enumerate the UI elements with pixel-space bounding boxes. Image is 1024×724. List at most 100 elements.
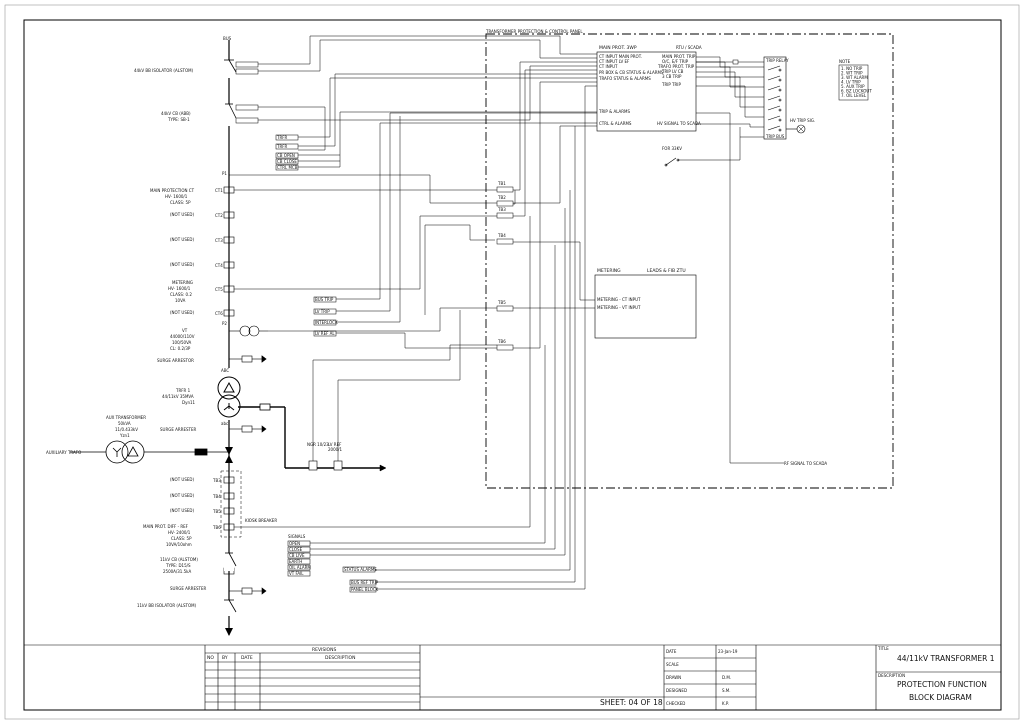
mp-right-3: TRAFO PROT. TRIP xyxy=(657,64,695,69)
tb-tag-3: TB3 xyxy=(212,478,221,483)
notes-box xyxy=(838,64,869,101)
ct1-label-c: CLASS: 5P xyxy=(170,200,191,205)
note-2: 2. WT TRIP xyxy=(841,71,863,76)
lvcb-label-a: 11kV CB (ALSTOM) xyxy=(160,557,198,562)
mp-ref-label-c: CLASS: 5P xyxy=(171,536,192,541)
designed-label: DESIGNED xyxy=(666,688,687,693)
tb-tag-boxes xyxy=(496,186,514,351)
drawn-value: D.M. xyxy=(722,675,731,680)
mp-lower-3: HV SIGNAL TO SCADA xyxy=(657,121,701,126)
vt-label-d: CL: 0.2/3P xyxy=(170,346,191,351)
lvref-label-a: LV REF xyxy=(328,442,342,447)
tb-tag-5: TB5 xyxy=(212,509,221,514)
mp-line-1: CT INPUT MAIN PROT. xyxy=(599,54,642,59)
surge-label: SURGE ARRESTOR xyxy=(157,358,194,363)
tb-tag-6: TB6 xyxy=(212,525,221,530)
ct2-label: (NOT USED) xyxy=(170,212,194,217)
signal-wiring xyxy=(229,35,784,590)
trip-relay-sub: FOR 33KV xyxy=(662,146,682,151)
drawing-title: 44/11kV TRANSFORMER 1 xyxy=(897,654,995,663)
left-box-1: TRFR xyxy=(276,135,288,140)
trip-bus-label: TRIP BUS xyxy=(765,134,785,139)
title-label: TITLE xyxy=(877,646,889,651)
tb-box-6: TB6 xyxy=(497,339,506,344)
metering-box-head: LEADS & FIB ZTU xyxy=(647,268,686,274)
ct-tag-1: CT1 xyxy=(215,188,223,193)
ct-tag-2: CT2 xyxy=(215,213,223,218)
hv-isolator-symbol xyxy=(224,59,237,78)
date-value: 23-Jan-19 xyxy=(718,649,738,654)
rev-col-date: DATE xyxy=(241,655,253,661)
mid-box-2: LV TRIP xyxy=(315,309,330,314)
met-label-d: 10VA xyxy=(175,298,186,303)
aux-transformer-symbol xyxy=(70,440,229,464)
aux-label-a: AUX TRANSFORMER xyxy=(106,415,146,420)
signal-item-6: VT FAIL xyxy=(289,571,304,576)
trafo-lv-tag: abc xyxy=(221,421,228,426)
hv-trip-signal: HV TRIP SIG. xyxy=(790,118,815,123)
met-label-b: HV- 1600/1 xyxy=(168,286,191,291)
status-tag-boxes xyxy=(235,61,337,337)
mp-right-2: O/C, E/F TRIP xyxy=(662,59,689,64)
contact-switch xyxy=(664,157,740,167)
misc-status-alarms: STATUS ALARMS xyxy=(344,567,377,572)
revisions-title: REVISIONS xyxy=(312,647,336,653)
lv-arrows xyxy=(261,355,267,363)
protection-panel-boundary xyxy=(485,33,894,489)
kiosk-breaker-label: KIOSK BREAKER xyxy=(245,518,277,523)
description-label: DESCRIPTION xyxy=(878,673,905,678)
notes-title: NOTE xyxy=(839,59,851,64)
surge3-label: SURGE ARRESTER xyxy=(170,586,206,591)
lv-bus-arrow xyxy=(225,628,233,636)
lv-marker xyxy=(225,447,233,455)
hv-cb-type: TYPE: SB-1 xyxy=(167,117,190,122)
note-5: 5. AUX TRIP xyxy=(841,84,865,89)
description-line-1: PROTECTION FUNCTION xyxy=(897,680,987,689)
mp-right-1: MAIN PROT. TRIP xyxy=(662,54,696,59)
met-label-c: CLASS: 0.2 xyxy=(170,292,192,297)
ct-tag-5: CT5 xyxy=(215,287,223,292)
ct6-label: (NOT USED) xyxy=(170,310,194,315)
rev-col-description: DESCRIPTION xyxy=(325,655,355,661)
signal-item-1: OPEN xyxy=(289,541,300,546)
ct1-label-b: HV- 1600/1 xyxy=(165,194,188,199)
aux-trafo-feed: AUXILIARY TRAFO xyxy=(46,450,81,455)
signal-item-4: EARTH xyxy=(289,559,302,564)
note-7: 7. OIL LEVEL xyxy=(841,93,867,98)
surge2-label: SURGE ARRESTER xyxy=(160,427,196,432)
note-3: 3. WT ALARM xyxy=(841,75,868,80)
metering-box xyxy=(594,274,697,339)
lv-cb-symbol xyxy=(224,552,237,571)
checked-value: K.P. xyxy=(722,701,729,706)
tb-box-5: TB5 xyxy=(497,300,506,305)
mp-line-4: PR BOX & CB STATUS & ALARMS xyxy=(599,70,664,75)
mp-line-5: TRAFO STATUS & ALARMS xyxy=(598,76,651,81)
tb-tag-4: TB4 xyxy=(212,494,221,499)
vt-label-c: 100/50VA xyxy=(172,340,192,345)
main-protection-box xyxy=(596,51,697,132)
hv-cb-label: 44kV CB (ABB) xyxy=(161,111,191,116)
vt-symbol xyxy=(229,325,268,337)
trafo-hv-tag: ABC xyxy=(221,368,229,373)
left-labels: 44kV BB ISOLATOR (ALSTOM) 44kV CB (ABB) … xyxy=(106,68,206,608)
description-line-2: BLOCK DIAGRAM xyxy=(909,693,972,702)
vt-label-a: VT xyxy=(182,328,188,333)
surge-arrester-symbol xyxy=(229,355,267,363)
mp-line-3: CT INPUT xyxy=(599,64,618,69)
ct4-label: (NOT USED) xyxy=(170,262,194,267)
mid-box-1: BUS TRIP xyxy=(315,297,334,302)
vt-label-b: 44000/110V xyxy=(170,334,195,339)
power-transformer-symbol xyxy=(217,376,241,418)
panel-title: TRANSFORMER PROTECTION & CONTROL PANEL xyxy=(485,29,583,34)
tb5-label: (NOT USED) xyxy=(170,508,194,513)
mp-ref-label-a: MAIN PROT. DIFF - REF xyxy=(143,524,189,529)
signal-item-5: OIL ALARM xyxy=(289,565,311,570)
main-protection-label: MAIN PROT. 3WP xyxy=(599,45,637,51)
point-tag-p2: P2 xyxy=(222,321,227,326)
lv-isolator-symbol xyxy=(224,599,237,616)
lv-surge-arrester-symbol xyxy=(229,425,267,595)
outer-frame xyxy=(4,4,1020,720)
trafo-label-a: TRFR 1 xyxy=(175,388,191,393)
mid-box-3: INTERLOCK xyxy=(315,320,338,325)
